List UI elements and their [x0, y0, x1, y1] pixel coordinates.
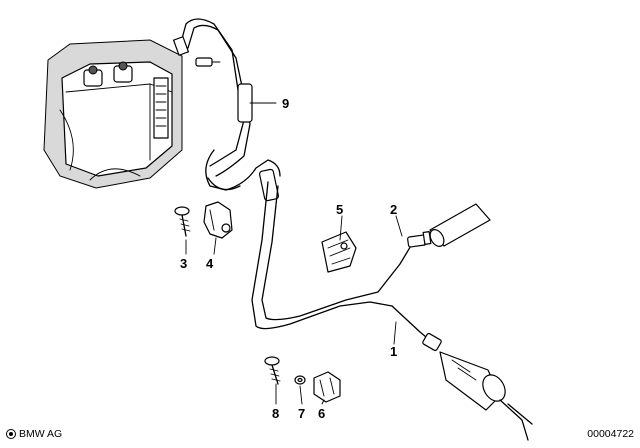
- callout-4: 4: [206, 256, 214, 271]
- reservoir-hose: [429, 203, 491, 247]
- callout-2: 2: [390, 202, 397, 217]
- callout-8: 8: [272, 406, 279, 421]
- bracket-4: [203, 201, 233, 239]
- bolt-8: [264, 356, 281, 385]
- callout-1: 1: [390, 344, 397, 359]
- leader-lines: [185, 102, 403, 405]
- copyright-icon: [6, 429, 16, 439]
- callout-5: 5: [336, 202, 343, 217]
- brake-cylinder: [422, 332, 533, 441]
- bolt-3: [174, 206, 191, 237]
- brake-line-harness: [172, 18, 433, 343]
- brand-label: BMW AG: [19, 428, 63, 440]
- washer-7: [294, 375, 306, 385]
- callout-3: 3: [180, 256, 187, 271]
- abs-hydraulic-unit: [43, 39, 183, 189]
- callout-9: 9: [282, 96, 289, 111]
- bracket-5: [321, 231, 357, 273]
- callout-7: 7: [298, 406, 305, 421]
- clip-6: [313, 371, 341, 403]
- document-number: 00004722: [587, 428, 634, 440]
- callout-6: 6: [318, 406, 325, 421]
- pipe-fitting: [407, 231, 432, 248]
- brand-credit: BMW AG: [6, 428, 62, 440]
